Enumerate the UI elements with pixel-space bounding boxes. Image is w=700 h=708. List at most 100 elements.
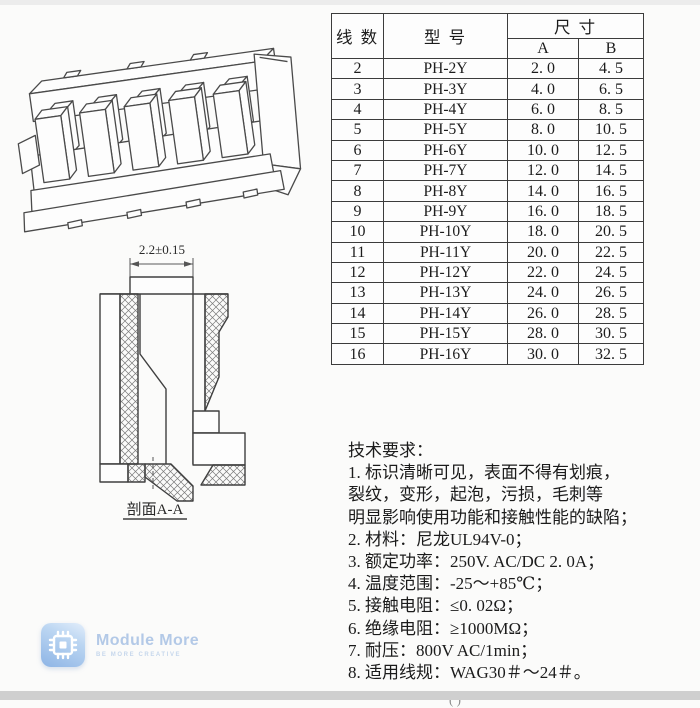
isometric-connector-drawing: [8, 36, 314, 256]
cell-model: PH-4Y: [383, 98, 508, 121]
cell-dim-b: 8. 5: [578, 98, 644, 121]
connector-line-art: [17, 47, 302, 233]
section-view-label: 剖面A-A: [127, 501, 184, 518]
header-size-a: A: [507, 38, 579, 59]
cell-dim-a: 8. 0: [507, 119, 579, 141]
watermark-name: Module More: [96, 632, 200, 649]
cell-dim-a: 16. 0: [507, 200, 579, 223]
bottom-edge-band: [0, 691, 700, 700]
cell-dim-a: 12. 0: [507, 159, 579, 182]
tech-line: 7. 耐压：800V AC/1min；: [348, 640, 538, 660]
cell-dim-b: 4. 5: [578, 57, 644, 80]
cell-wires: 15: [331, 323, 384, 345]
tech-line: 裂纹，变形，起泡，污损，毛刺等: [348, 485, 603, 505]
top-edge-band: [0, 0, 700, 5]
cell-wires: 16: [331, 343, 384, 365]
section-line-art: 2.2±0.15: [99, 242, 246, 520]
cell-dim-b: 26. 5: [578, 282, 644, 304]
tech-line: 3. 额定功率：250V. AC/DC 2. 0A；: [348, 552, 605, 572]
cell-model: PH-13Y: [383, 282, 508, 304]
cell-dim-b: 32. 5: [578, 343, 644, 365]
dim-arrow-right: [184, 261, 193, 267]
watermark: Module More BE MORE CREATIVE: [41, 620, 261, 670]
cell-dim-b: 18. 5: [578, 200, 644, 223]
cell-wires: 5: [331, 119, 384, 141]
header-size-b: B: [578, 38, 644, 59]
cell-model: PH-6Y: [383, 139, 508, 161]
cell-dim-b: 12. 5: [578, 139, 644, 161]
cell-model: PH-3Y: [383, 78, 508, 100]
cell-dim-a: 28. 0: [507, 323, 579, 345]
cell-dim-b: 16. 5: [578, 180, 644, 202]
tech-line: 5. 接触电阻：≤0. 02Ω；: [348, 596, 523, 616]
cell-model: PH-2Y: [383, 57, 508, 80]
table-header-row: 线 数 型 号 尺 寸: [331, 13, 644, 59]
tech-line: 2. 材料：尼龙UL94V-0；: [348, 529, 532, 549]
cell-dim-b: 20. 5: [578, 221, 644, 243]
tech-line: 1. 标识清晰可见，表面不得有划痕，: [348, 463, 620, 483]
cell-dim-a: 26. 0: [507, 302, 579, 325]
cell-dim-b: 30. 5: [578, 323, 644, 345]
cell-dim-b: 10. 5: [578, 119, 644, 141]
cell-dim-a: 10. 0: [507, 139, 579, 161]
cell-wires: 13: [331, 282, 384, 304]
cell-wires: 2: [331, 57, 384, 80]
cell-dim-a: 4. 0: [507, 78, 579, 100]
technical-requirements: 技术要求： 1. 标识清晰可见，表面不得有划痕， 裂纹，变形，起泡，污损，毛刺等…: [348, 440, 668, 684]
cell-dim-a: 24. 0: [507, 282, 579, 304]
cell-dim-b: 22. 5: [578, 241, 644, 263]
header-wires: 线 数: [331, 13, 384, 59]
dim-arrow-left: [130, 261, 139, 267]
cell-dim-b: 6. 5: [578, 78, 644, 100]
cell-model: PH-9Y: [383, 200, 508, 223]
tech-line: 6. 绝缘电阻：≥1000MΩ；: [348, 618, 539, 638]
cell-wires: 12: [331, 261, 384, 284]
cell-wires: 7: [331, 159, 384, 182]
tech-line: 4. 温度范围：-25～+85℃；: [348, 574, 553, 594]
cell-model: PH-10Y: [383, 221, 508, 243]
watermark-tagline: BE MORE CREATIVE: [96, 652, 182, 658]
header-model: 型 号: [383, 13, 508, 59]
cell-dim-b: 14. 5: [578, 159, 644, 182]
cell-wires: 9: [331, 200, 384, 223]
cell-dim-a: 22. 0: [507, 261, 579, 284]
cell-dim-a: 14. 0: [507, 180, 579, 202]
cell-model: PH-16Y: [383, 343, 508, 365]
cell-model: PH-8Y: [383, 180, 508, 202]
tech-title: 技术要求：: [348, 441, 433, 460]
cell-wires: 11: [331, 241, 384, 263]
cell-wires: 14: [331, 302, 384, 325]
cell-wires: 4: [331, 98, 384, 121]
header-size: 尺 寸: [507, 13, 644, 39]
cell-model: PH-11Y: [383, 241, 508, 263]
chip-icon: [41, 623, 85, 667]
cell-wires: 3: [331, 78, 384, 100]
section-dimension-label: 2.2±0.15: [139, 242, 185, 257]
cell-dim-a: 20. 0: [507, 241, 579, 263]
cell-dim-a: 30. 0: [507, 343, 579, 365]
cell-model: PH-12Y: [383, 261, 508, 284]
cell-model: PH-5Y: [383, 119, 508, 141]
cell-model: PH-14Y: [383, 302, 508, 325]
cell-dim-b: 24. 5: [578, 261, 644, 284]
tech-line: 8. 适用线规：WAG30＃～24＃。: [348, 663, 591, 683]
cell-model: PH-15Y: [383, 323, 508, 345]
cell-dim-a: 2. 0: [507, 57, 579, 80]
cell-dim-b: 28. 5: [578, 302, 644, 325]
